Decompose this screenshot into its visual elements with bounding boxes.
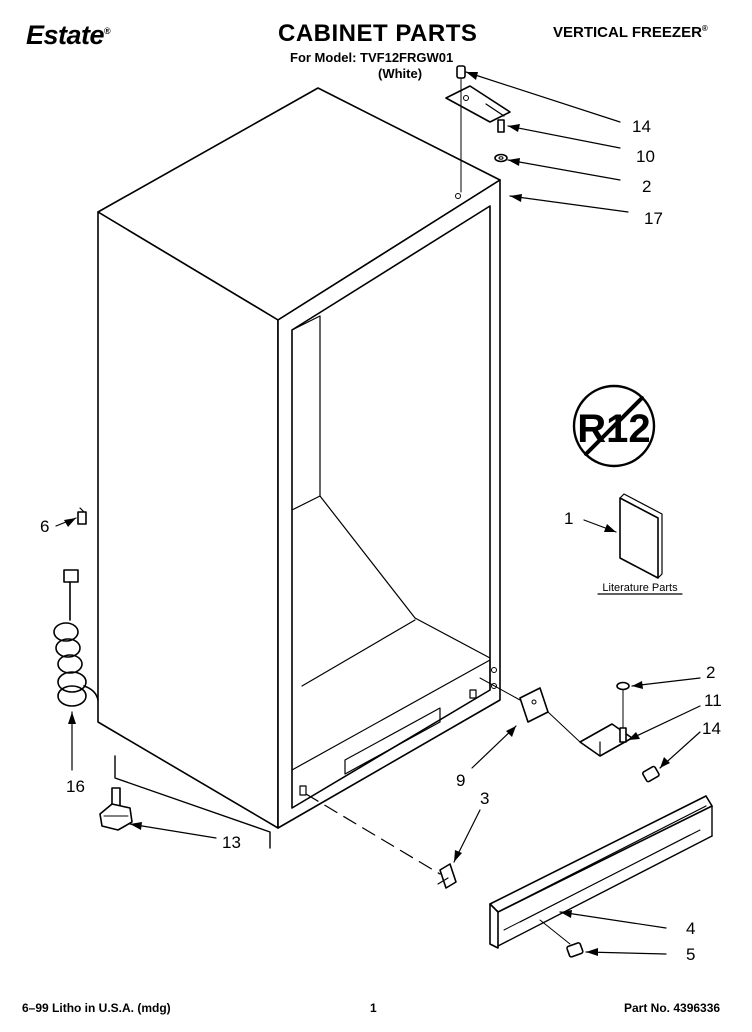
literature-label: Literature Parts (602, 582, 678, 594)
callout-10: 10 (636, 147, 655, 166)
top-screw-hole (455, 193, 461, 199)
brand-name: Estate (26, 20, 105, 50)
callout-1: 1 (564, 509, 573, 528)
top-hinge-assembly (445, 65, 511, 193)
leader-arrowheads (64, 72, 670, 956)
brand-registered-mark: ® (104, 26, 111, 36)
callout-11: 11 (704, 691, 722, 710)
hinge-guide (547, 711, 581, 743)
callout-9: 9 (456, 771, 465, 790)
callout-3: 3 (480, 789, 489, 808)
top-washer (494, 153, 508, 163)
top-hinge-hole (463, 95, 469, 101)
callout-14-right: 14 (702, 719, 721, 738)
page-title: CABINET PARTS (278, 20, 478, 47)
literature-booklet (619, 493, 663, 579)
leveling-leg (99, 787, 133, 831)
bracket-guide (479, 677, 521, 701)
screw-hole-2 (491, 683, 497, 689)
callout-6: 6 (40, 517, 49, 536)
vent-slot (344, 707, 441, 775)
power-cord (53, 569, 99, 707)
cabinet-base-rail (114, 755, 271, 849)
product-name: VERTICAL FREEZER (553, 24, 702, 41)
hinge-bracket (519, 687, 549, 723)
liner-left-edge (291, 315, 321, 497)
lower-hinge-hole (299, 785, 307, 796)
product-type: VERTICAL FREEZER® (553, 24, 708, 41)
clip-alignment-line (305, 793, 441, 875)
cabinet-front-frame (277, 179, 501, 829)
leader-lines (55, 71, 701, 955)
top-hinge-fold (485, 103, 505, 117)
hinge-bracket-hole (531, 699, 537, 705)
callout-numbers: 14 10 2 17 1 6 16 13 2 11 14 9 3 4 5 (40, 117, 722, 964)
cabinet (97, 87, 501, 849)
callout-2-right: 2 (706, 663, 715, 682)
bottom-hinge-pin (619, 727, 627, 743)
power-cord-plug (63, 569, 79, 583)
top-hinge (445, 85, 511, 123)
callout-14-top: 14 (632, 117, 651, 136)
callout-16: 16 (66, 777, 85, 796)
callout-2-top: 2 (642, 177, 651, 196)
color-line: (White) (378, 66, 423, 81)
top-washer-hole (498, 156, 504, 160)
grille-clip (437, 863, 457, 889)
screw-hole-1 (491, 667, 497, 673)
grille-screw (566, 942, 584, 958)
brand-logo: Estate® (26, 20, 111, 51)
hinge-pin (497, 119, 505, 133)
toe-grille (489, 795, 713, 949)
cabinet-side (97, 211, 279, 829)
part-number: Part No. 4396336 (624, 1001, 721, 1015)
no-r12-symbol (572, 384, 656, 468)
bottom-hinge-assembly (479, 677, 660, 783)
bottom-hinge-screw (642, 765, 660, 783)
callout-4: 4 (686, 919, 695, 938)
grille-clip-hole (469, 689, 477, 699)
top-hinge-screw (456, 65, 466, 79)
litho-footer: 6–99 Litho in U.S.A. (mdg) (22, 1001, 171, 1015)
machine-compartment-top (291, 659, 491, 771)
liner-back-slope (319, 495, 416, 619)
r12-label: R12 (577, 407, 650, 451)
bottom-washer (616, 681, 630, 691)
cord-clip (77, 507, 87, 525)
page-number: 1 (370, 1001, 377, 1015)
liner-corner (291, 495, 321, 511)
callout-17: 17 (644, 209, 663, 228)
liner-floor-back (414, 617, 491, 659)
callout-5: 5 (686, 945, 695, 964)
liner-floor-front (301, 619, 416, 687)
grille-screw-guide (539, 919, 571, 945)
model-line: For Model: TVF12FRGW01 (290, 50, 454, 65)
product-registered-mark: ® (701, 24, 708, 33)
callout-13: 13 (222, 833, 241, 852)
